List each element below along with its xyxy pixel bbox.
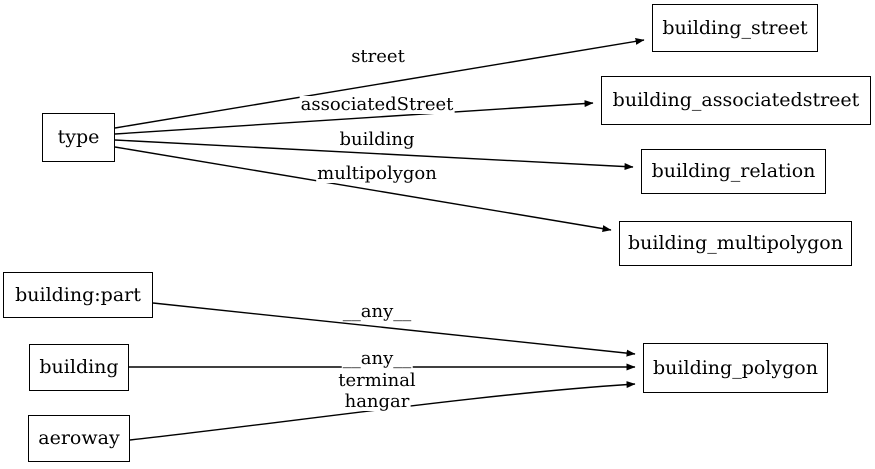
edge-type-building_relation bbox=[114, 139, 634, 171]
node-building[interactable]: building bbox=[29, 344, 129, 391]
node-label: building:part bbox=[15, 283, 141, 306]
node-building-relation[interactable]: building_relation bbox=[641, 149, 826, 194]
node-label: building_street bbox=[662, 16, 808, 39]
edge-type-building_associatedstreet bbox=[114, 100, 594, 135]
edge-label-associatedstreet: associatedStreet bbox=[299, 94, 455, 115]
edge-label-hangar: hangar bbox=[343, 391, 411, 412]
node-label: building_relation bbox=[651, 160, 816, 182]
node-aeroway[interactable]: aeroway bbox=[28, 415, 130, 462]
edge-label-any-building: __any__ bbox=[341, 348, 413, 369]
edge-label-terminal: terminal bbox=[337, 370, 417, 391]
node-label: type bbox=[57, 126, 100, 148]
node-label: building bbox=[39, 356, 119, 378]
node-building-polygon[interactable]: building_polygon bbox=[643, 343, 828, 393]
node-label: building_multipolygon bbox=[628, 232, 843, 254]
node-label: building_associatedstreet bbox=[612, 89, 860, 111]
node-building-multipolygon[interactable]: building_multipolygon bbox=[619, 221, 852, 266]
node-label: building_polygon bbox=[653, 356, 818, 379]
edge-label-street: street bbox=[350, 46, 406, 67]
edge-label-any-part: __any__ bbox=[341, 301, 413, 322]
node-building-associatedstreet[interactable]: building_associatedstreet bbox=[601, 76, 871, 125]
edge-building_part-building_polygon bbox=[152, 302, 636, 357]
node-building-part[interactable]: building:part bbox=[3, 272, 153, 318]
node-label: aeroway bbox=[38, 427, 120, 449]
edge-label-building: building bbox=[338, 129, 416, 150]
node-building-street[interactable]: building_street bbox=[652, 4, 818, 52]
edge-label-multipolygon: multipolygon bbox=[316, 163, 438, 184]
edge-type-building_multipolygon bbox=[114, 146, 612, 233]
edge-type-building_street bbox=[114, 37, 645, 129]
node-type[interactable]: type bbox=[42, 113, 115, 162]
